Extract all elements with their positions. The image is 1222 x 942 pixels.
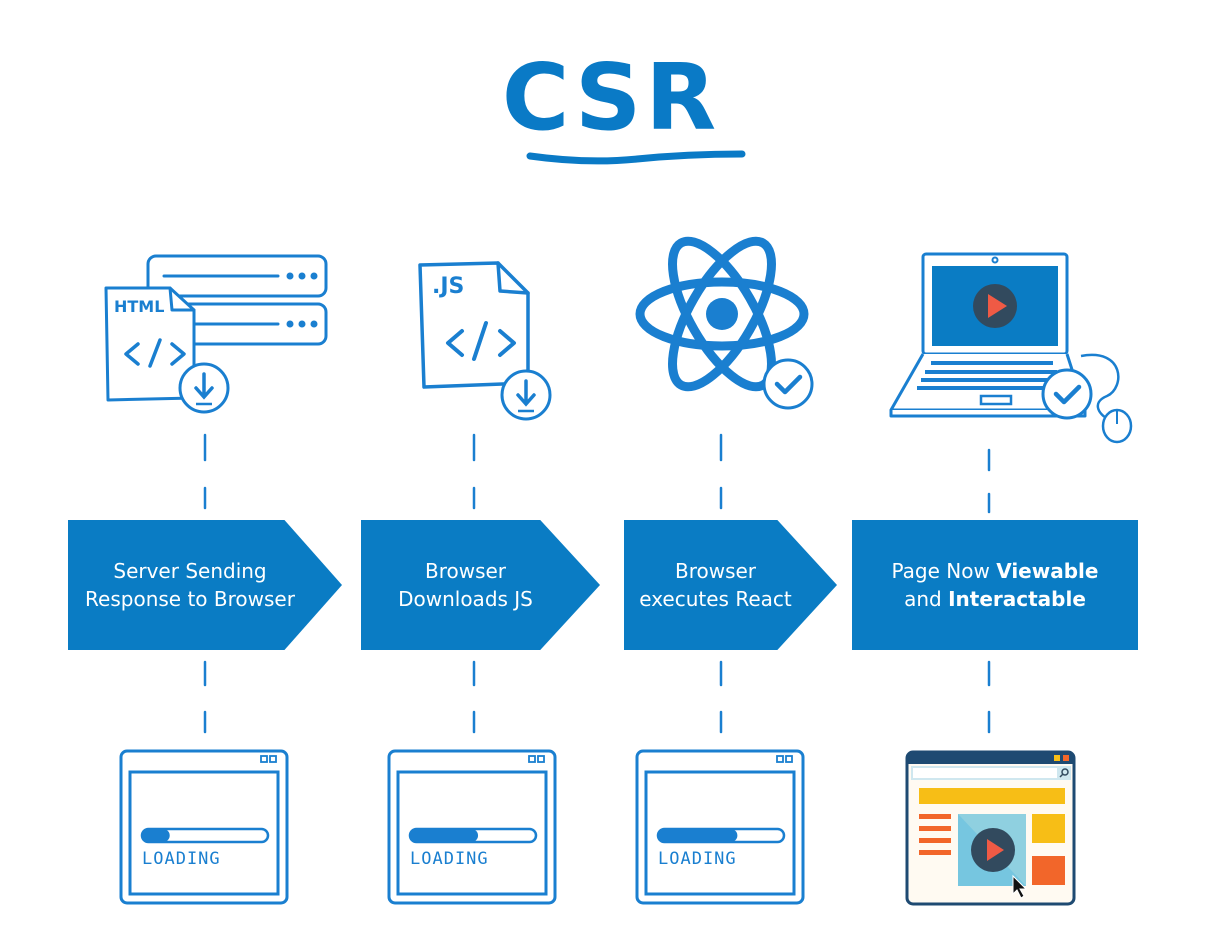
diagram-title: CSR [501,44,721,151]
step-label-line1: Page Now [891,559,997,583]
search-icon [1059,768,1069,778]
loading-label: LOADING [410,849,489,869]
js-file-download-icon: .JS [418,261,552,421]
loading-window-3: LOADING [635,749,805,905]
progress-bar-fill [658,829,738,842]
step-label-line2: and [904,587,949,611]
step-label-line2: Response to Browser [85,587,295,611]
play-icon [971,828,1015,872]
html-file-label: HTML [114,297,164,316]
loading-window-1: LOADING [119,749,289,905]
download-icon [500,369,552,421]
progress-bar-fill [142,829,170,842]
play-icon [973,284,1017,328]
step-label-line1: Browser [424,559,507,583]
step-page-interactable: Page Now Viewable and Interactable [852,520,1138,650]
loading-label: LOADING [658,849,737,869]
page-header-block [919,788,1065,804]
checkmark-icon [1041,368,1093,420]
step-label-line2: executes React [639,587,792,611]
sidebar-block-orange [1032,856,1065,885]
step-label-line1: Browser [674,559,757,583]
step-label-bold-viewable: Viewable [996,559,1099,583]
step-label-bold-interactable: Interactable [948,587,1086,611]
window-titlebar [907,752,1074,764]
download-icon [178,362,230,414]
react-atom-check-icon [635,236,814,410]
window-button-yellow [1054,755,1060,761]
sidebar-block-yellow [1032,814,1065,843]
loading-label: LOADING [142,849,221,869]
step-label-line1: Server Sending [113,559,267,583]
step-browser-executes-react: Browser executes React [624,520,837,650]
loading-window-2: LOADING [387,749,557,905]
window-button-orange [1063,755,1069,761]
title-underline [526,150,746,165]
checkmark-icon [762,358,814,410]
step-label-line2: Downloads JS [398,587,533,611]
js-file-label: .JS [432,274,464,299]
cursor-icon [1012,874,1028,899]
page-menu-lines [919,814,951,855]
html-file-server-download-icon: HTML [104,254,328,414]
rendered-page-window [905,750,1076,906]
laptop-play-check-icon [889,252,1133,444]
progress-bar-fill [410,829,479,842]
